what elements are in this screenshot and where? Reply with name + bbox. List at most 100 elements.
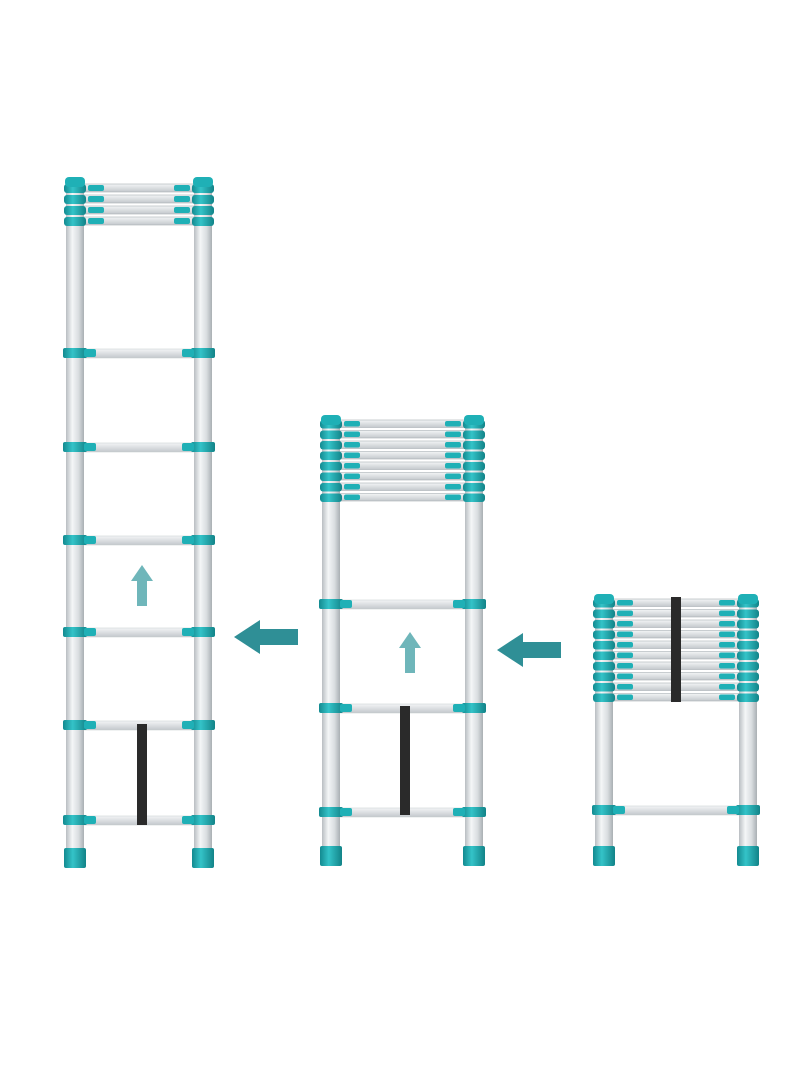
ladder-collapsed (592, 594, 760, 866)
arrow-up-icon (399, 632, 421, 673)
stacked-rail-collar (593, 683, 615, 692)
foot (192, 848, 214, 868)
foot (463, 846, 485, 866)
stacked-rung-end (88, 185, 104, 191)
rung (612, 805, 740, 816)
stacked-rail-collar (737, 609, 759, 618)
stacked-rung-end (445, 494, 461, 500)
rung (339, 599, 466, 610)
stacked-rail-collar (593, 641, 615, 650)
stacked-rail-collar (737, 672, 759, 681)
top-cap (738, 594, 758, 604)
stacked-rail-collar (593, 693, 615, 702)
stacked-rung-end (617, 694, 633, 700)
rung-clip (63, 627, 87, 637)
rung (83, 535, 195, 546)
rung-clip (319, 703, 343, 713)
stacked-rung-end (719, 652, 735, 658)
stacked-rung-end (344, 421, 360, 427)
rung-clip (191, 627, 215, 637)
rung-joint (84, 628, 96, 636)
stacked-rail-collar (192, 206, 214, 215)
rung-joint (84, 536, 96, 544)
rung-clip (462, 807, 486, 817)
stacked-rail-collar (64, 206, 86, 215)
rung-joint (453, 704, 465, 712)
foot (737, 846, 759, 866)
ladder-half-extended (319, 415, 486, 866)
stacked-rung-end (719, 673, 735, 679)
rung-clip (191, 815, 215, 825)
top-cap (464, 415, 484, 425)
rung-clip (63, 535, 87, 545)
stacked-rail-collar (463, 441, 485, 450)
top-cap (594, 594, 614, 604)
right-rail (194, 180, 212, 866)
rung-joint (84, 349, 96, 357)
top-cap (321, 415, 341, 425)
rung-joint (613, 806, 625, 814)
stacked-rail-collar (737, 662, 759, 671)
rung-clip (63, 442, 87, 452)
rung-joint (182, 628, 194, 636)
stacked-rung-end (88, 218, 104, 224)
stacked-rung-end (617, 652, 633, 658)
stacked-rung-end (344, 473, 360, 479)
rung-joint (84, 443, 96, 451)
stacked-rail-collar (320, 462, 342, 471)
stacked-rung-end (617, 684, 633, 690)
top-cap (65, 177, 85, 187)
stacked-rung-end (719, 600, 735, 606)
stacked-rung-end (445, 452, 461, 458)
stacked-rung-end (174, 196, 190, 202)
stacked-rail-collar (64, 217, 86, 226)
strap (137, 724, 147, 825)
stacked-rung-end (719, 621, 735, 627)
stacked-rail-collar (320, 472, 342, 481)
stacked-rail-collar (192, 217, 214, 226)
stacked-rail-collar (737, 641, 759, 650)
stacked-rung-end (445, 484, 461, 490)
stacked-rung-end (445, 431, 461, 437)
foot (64, 848, 86, 868)
rung-clip (319, 599, 343, 609)
rung-joint (182, 443, 194, 451)
rung (83, 348, 195, 359)
rung-clip (592, 805, 616, 815)
stacked-rung-end (719, 694, 735, 700)
rung-clip (191, 348, 215, 358)
rung (83, 627, 195, 638)
stacked-rung-end (617, 673, 633, 679)
stacked-rung-end (344, 452, 360, 458)
rung-joint (84, 721, 96, 729)
stacked-rail-collar (320, 430, 342, 439)
stacked-rung-end (174, 207, 190, 213)
stacked-rail-collar (320, 451, 342, 460)
stacked-rung-end (617, 621, 633, 627)
rung-clip (319, 807, 343, 817)
stacked-rail-collar (463, 430, 485, 439)
stacked-rail-collar (593, 630, 615, 639)
stacked-rung-end (719, 663, 735, 669)
stacked-rail-collar (593, 662, 615, 671)
stacked-rail-collar (737, 693, 759, 702)
stacked-rail-collar (737, 683, 759, 692)
rung-joint (182, 349, 194, 357)
stacked-rung-end (174, 185, 190, 191)
stacked-rung-end (88, 196, 104, 202)
stacked-rung-end (344, 442, 360, 448)
stacked-rung-end (88, 207, 104, 213)
stacked-rung-end (344, 463, 360, 469)
stacked-rung-end (617, 610, 633, 616)
rung-clip (191, 720, 215, 730)
rung-joint (182, 721, 194, 729)
rung-joint (84, 816, 96, 824)
rung-joint (727, 806, 739, 814)
stacked-rail-collar (593, 609, 615, 618)
stacked-rung-end (617, 631, 633, 637)
stacked-rung-end (344, 494, 360, 500)
stacked-rail-collar (192, 195, 214, 204)
stacked-rail-collar (593, 620, 615, 629)
rung-clip (462, 599, 486, 609)
left-rail (322, 418, 340, 864)
